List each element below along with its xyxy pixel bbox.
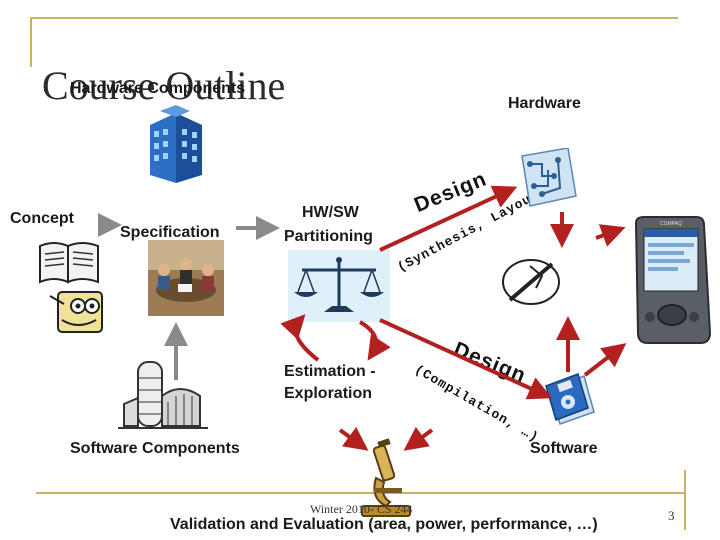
figure-icon bbox=[49, 291, 103, 333]
arrow-to-validation-right bbox=[403, 426, 434, 451]
partitioning-label-line2: Partitioning bbox=[284, 228, 373, 245]
arrow-to-device-bottom bbox=[583, 343, 627, 377]
svg-text:COMPAQ: COMPAQ bbox=[660, 221, 682, 227]
hardware-label: Hardware bbox=[508, 95, 581, 112]
footer-text: Winter 2010- CS 244 bbox=[310, 502, 413, 516]
estimation-label-line2: Exploration bbox=[284, 385, 373, 402]
microscope-icon bbox=[361, 438, 411, 517]
partitioning-label-line1: HW/SW bbox=[302, 204, 359, 221]
meeting-photo bbox=[148, 240, 224, 316]
page-number: 3 bbox=[668, 508, 675, 523]
arrow-to-device-top bbox=[595, 224, 626, 247]
arrow-to-software bbox=[379, 318, 553, 400]
frame-right-line bbox=[684, 470, 686, 530]
scale-icon bbox=[288, 250, 390, 322]
slide-title: Course Outline bbox=[42, 63, 286, 108]
circuit-icon bbox=[521, 148, 577, 207]
specification-label: Specification bbox=[120, 224, 220, 241]
arrow-to-hardware bbox=[379, 185, 518, 252]
concept-label: Concept bbox=[10, 210, 74, 227]
arrow-loop-right bbox=[358, 320, 391, 361]
validation-label: Validation and Evaluation (area, power, … bbox=[170, 516, 598, 533]
frame-left-line bbox=[30, 17, 32, 67]
estimation-label-line1: Estimation - bbox=[284, 363, 376, 380]
frame-top-line bbox=[30, 17, 678, 19]
building-icon bbox=[150, 105, 202, 183]
floppy-disk-icon bbox=[545, 373, 595, 425]
software-label: Software bbox=[530, 440, 598, 457]
software-components-label: Software Components bbox=[70, 440, 240, 457]
arrow-loop-left bbox=[280, 314, 320, 362]
arrow-to-validation-left bbox=[338, 426, 369, 451]
pen-disk-icon bbox=[502, 259, 560, 305]
hardware-components-heading: Hardware Components bbox=[70, 80, 246, 97]
frame-bottom-line bbox=[36, 492, 684, 494]
book-icon bbox=[39, 242, 99, 284]
silo-icon bbox=[118, 361, 208, 429]
pda-device: COMPAQ bbox=[634, 216, 712, 344]
